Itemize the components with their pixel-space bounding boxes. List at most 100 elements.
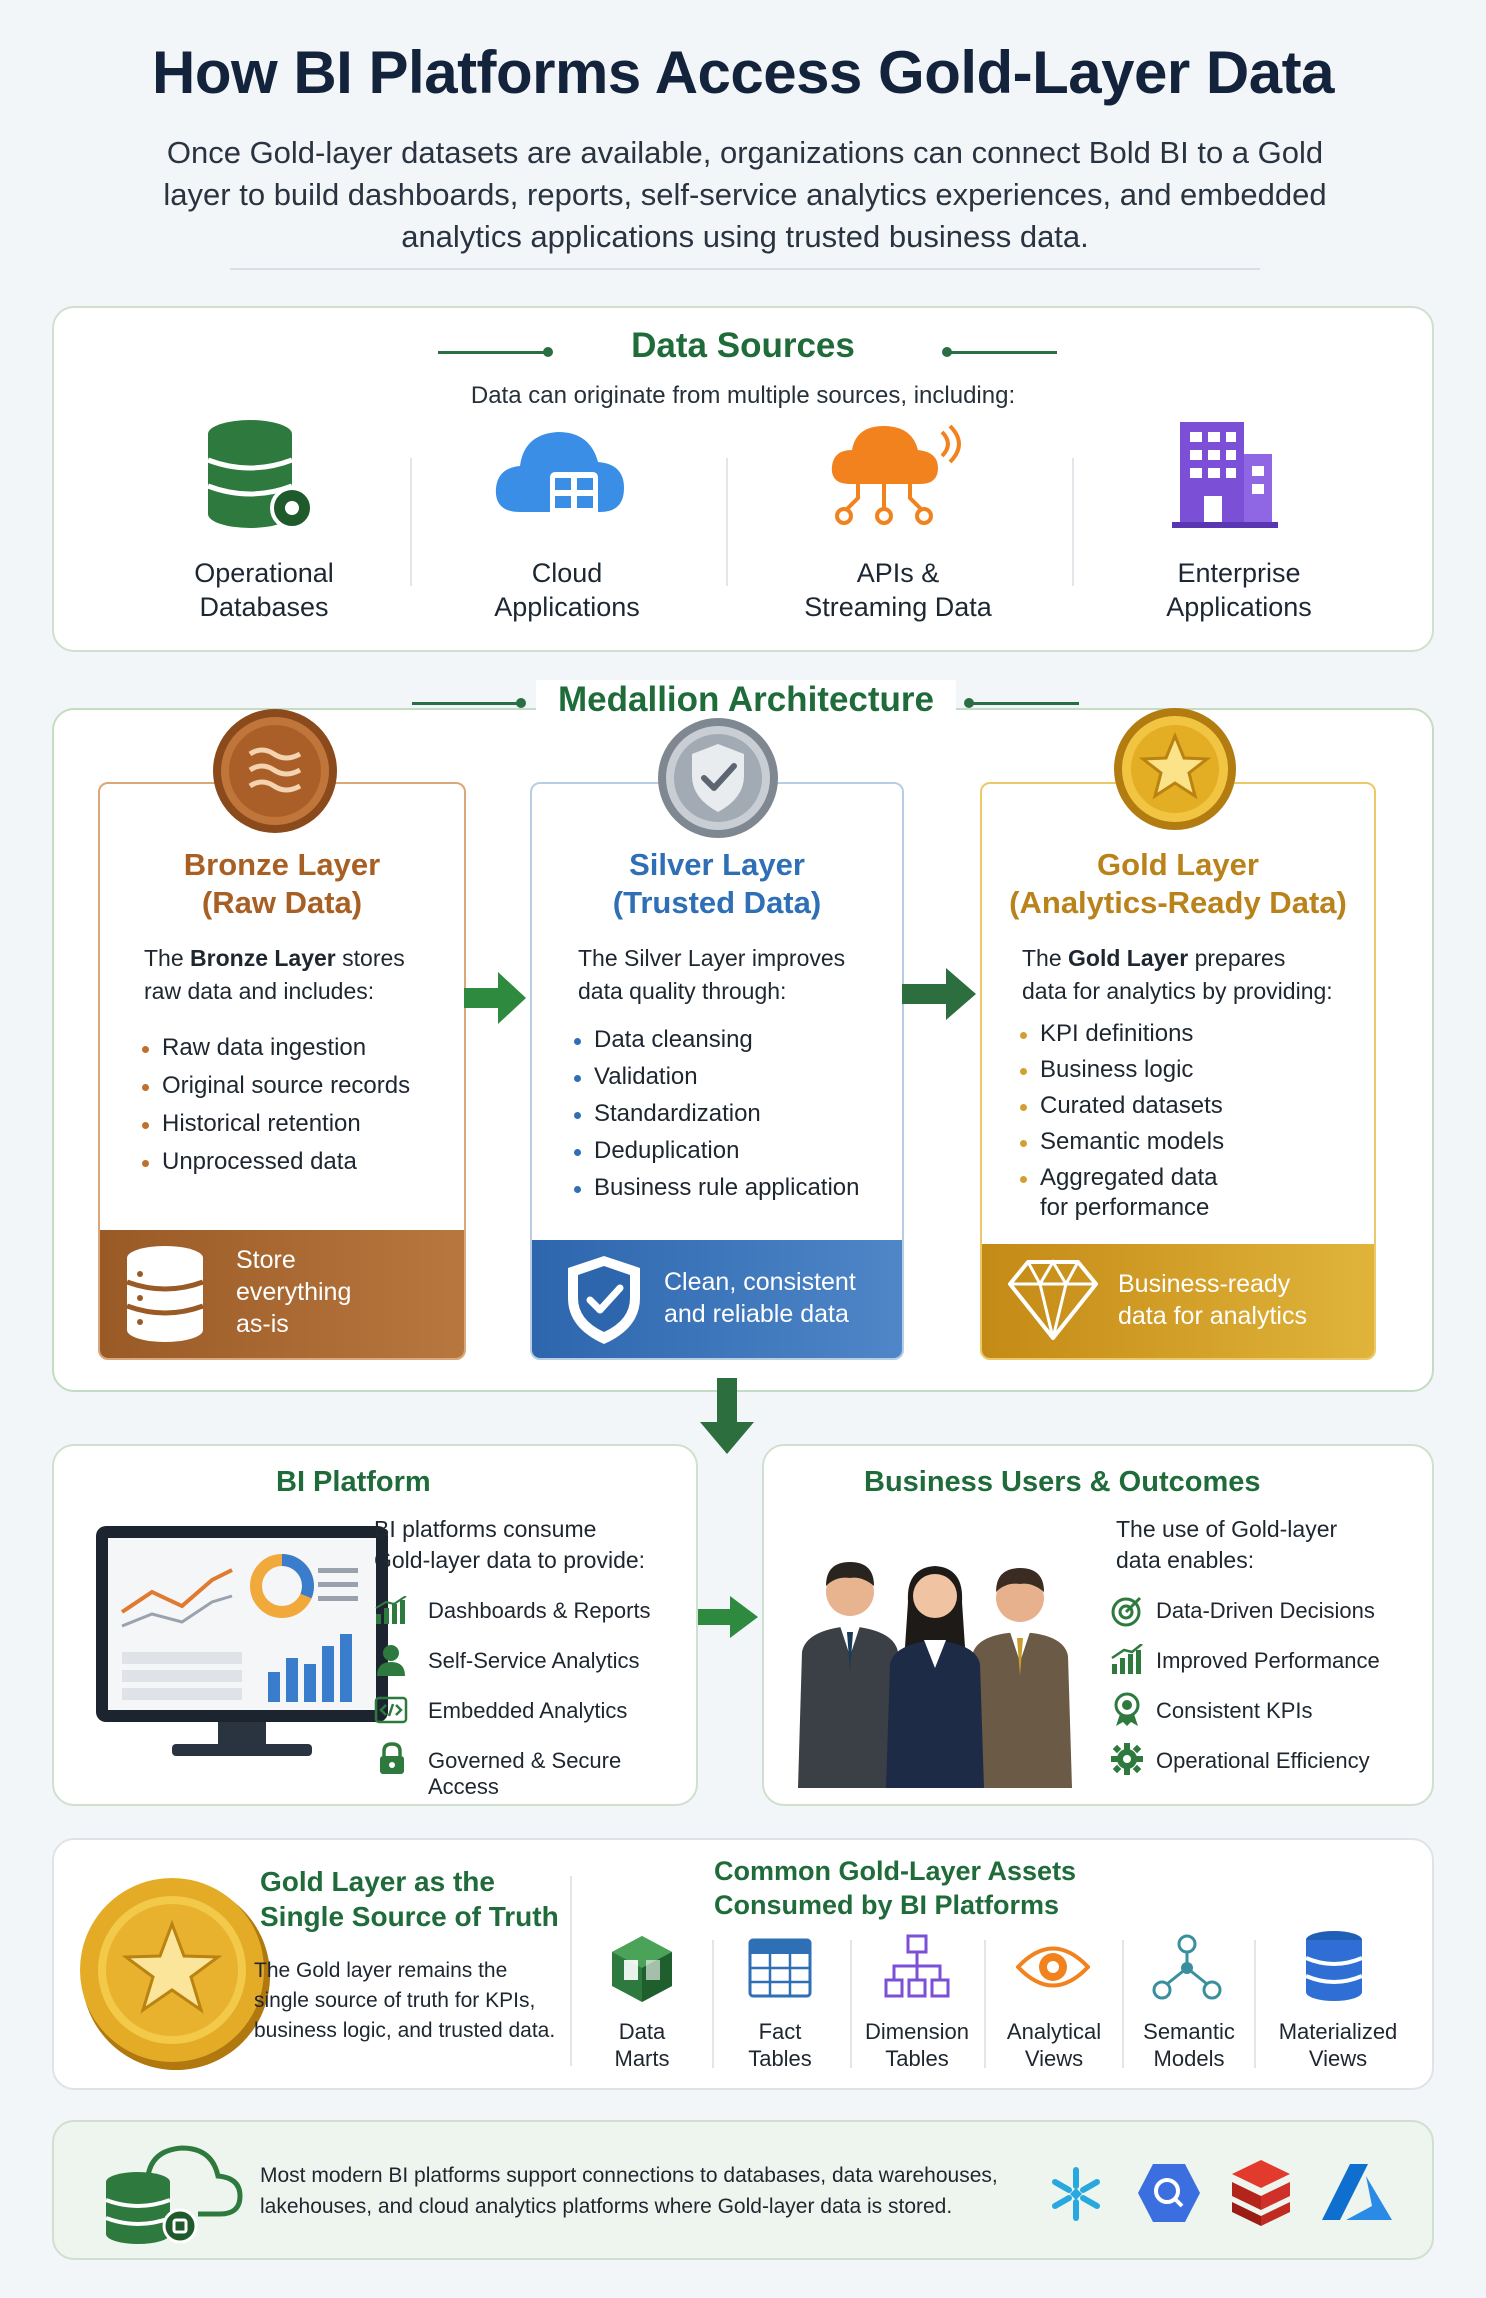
database-icon	[126, 1246, 204, 1342]
arrow-down-icon	[700, 1378, 754, 1454]
bronze-medal-icon	[213, 709, 337, 833]
gold-intro: The Gold Layer prepares data for analyti…	[1022, 945, 1333, 1004]
gold-medal-icon	[1114, 708, 1236, 830]
award-icon	[1114, 1692, 1140, 1726]
list-item: Deduplication	[574, 1137, 739, 1165]
list-item-continuation: for performance	[1040, 1194, 1210, 1221]
bi-item-embedded: Embedded Analytics	[428, 1698, 628, 1723]
outcome-efficiency: Operational Efficiency	[1156, 1748, 1370, 1773]
list-item: Historical retention	[142, 1110, 361, 1138]
footer-text: Most modern BI platforms support connect…	[260, 2164, 998, 2218]
arrow-right-icon	[698, 1596, 758, 1638]
hierarchy-icon	[884, 1934, 950, 1998]
page-title: How BI Platforms Access Gold-Layer Data	[152, 39, 1334, 106]
bronze-intro: The Bronze Layer stores raw data and inc…	[144, 945, 405, 1004]
silver-title: Silver Layer(Trusted Data)	[612, 847, 822, 920]
page-subtitle: Once Gold-layer datasets are available, …	[163, 135, 1327, 254]
divider	[410, 458, 412, 586]
list-item: Original source records	[142, 1072, 410, 1100]
bi-item-self-service: Self-Service Analytics	[428, 1648, 640, 1673]
list-item: KPI definitions	[1020, 1020, 1193, 1048]
bi-item-dashboards: Dashboards & Reports	[428, 1598, 651, 1623]
bi-platform-title: BI Platform	[276, 1466, 431, 1498]
table-icon	[748, 1938, 812, 1998]
deco-dot	[516, 698, 526, 708]
azure-logo-icon	[1322, 2164, 1392, 2220]
target-icon	[1111, 1596, 1142, 1627]
arrow-right-icon	[464, 972, 526, 1024]
divider	[726, 458, 728, 586]
lock-icon	[380, 1742, 404, 1774]
cloud-stream-icon	[831, 424, 961, 525]
arrow-right-icon	[902, 968, 976, 1020]
growth-chart-icon	[1111, 1644, 1143, 1674]
list-item: Data cleansing	[574, 1026, 753, 1054]
outcome-performance: Improved Performance	[1156, 1648, 1380, 1673]
list-item: Business rule application	[574, 1174, 860, 1202]
dashboard-monitor-icon	[96, 1526, 388, 1756]
list-item: Raw data ingestion	[142, 1034, 366, 1062]
divider	[1122, 1940, 1124, 2068]
medallion-title: Medallion Architecture	[536, 680, 956, 720]
business-users-card: Business Users & Outcomes The use of Gol…	[762, 1444, 1434, 1806]
divider	[1254, 1940, 1256, 2068]
data-sources-card: Data Sources Data can originate from mul…	[52, 306, 1434, 652]
outcome-decisions: Data-Driven Decisions	[1156, 1598, 1375, 1623]
list-item: Business logic	[1020, 1056, 1193, 1084]
cube-icon	[612, 1936, 672, 2002]
database-gear-icon	[207, 420, 314, 530]
gold-coin-icon	[80, 1878, 270, 2070]
deco-line	[412, 702, 522, 705]
silver-layer-box: Silver Layer(Trusted Data) The Silver La…	[530, 782, 904, 1360]
deco-line	[438, 351, 548, 354]
redshift-logo-icon	[1232, 2160, 1290, 2226]
list-item: Validation	[574, 1063, 698, 1091]
data-sources-title: Data Sources	[631, 326, 855, 365]
bronze-title: Bronze Layer(Raw Data)	[183, 847, 381, 920]
divider	[1072, 458, 1074, 586]
deco-line	[969, 702, 1079, 705]
eye-icon	[1016, 1946, 1090, 1988]
business-users-title: Business Users & Outcomes	[864, 1466, 1261, 1498]
cloud-apps-icon	[495, 432, 624, 518]
footer-banner: Most modern BI platforms support connect…	[52, 2120, 1434, 2260]
gear-icon	[1111, 1743, 1143, 1775]
list-item: Unprocessed data	[142, 1148, 357, 1176]
deco-dot	[543, 347, 553, 357]
bigquery-logo-icon	[1138, 2164, 1200, 2222]
outcome-kpis: Consistent KPIs	[1156, 1698, 1313, 1723]
gold-layer-box: Gold Layer(Analytics-Ready Data) The Gol…	[980, 782, 1376, 1360]
bi-item-governed: Governed & Secure Access	[428, 1748, 622, 1799]
code-icon	[374, 1696, 408, 1724]
building-icon	[1172, 422, 1278, 528]
bronze-layer-box: Bronze Layer(Raw Data) The Bronze Layer …	[98, 782, 466, 1360]
snowflake-logo-icon	[1052, 2167, 1100, 2221]
source-apis-streaming: APIs &Streaming Data	[804, 558, 992, 622]
network-icon	[1152, 1934, 1222, 2000]
diamond-icon	[1008, 1259, 1098, 1340]
divider	[712, 1940, 714, 2068]
bar-chart-icon	[375, 1596, 407, 1624]
database-stack-icon	[1305, 1931, 1363, 2001]
divider	[850, 1940, 852, 2068]
gold-title: Gold Layer(Analytics-Ready Data)	[1009, 847, 1347, 920]
